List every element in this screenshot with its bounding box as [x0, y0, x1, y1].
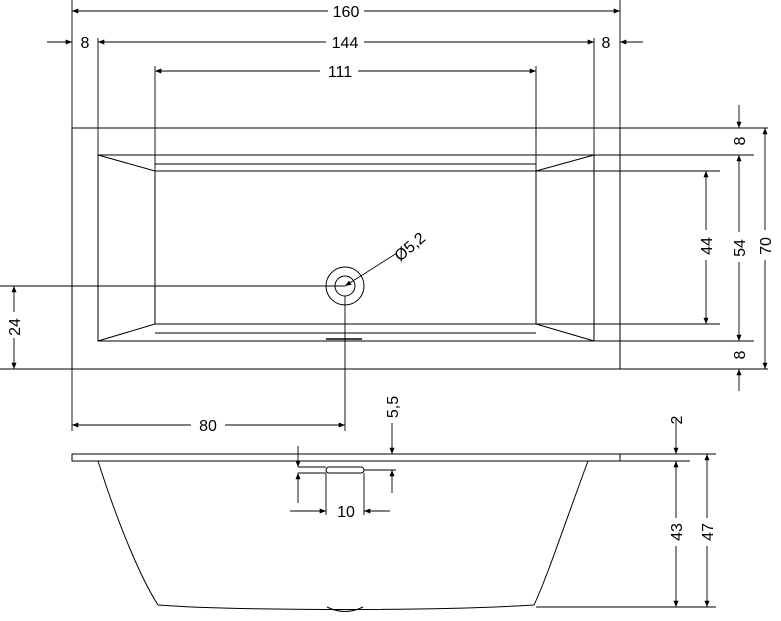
dim-label-8-top: 8 — [732, 136, 749, 145]
dimension-inner-top-length: 144 8 8 — [47, 33, 643, 155]
dim-label-111: 111 — [328, 64, 352, 81]
side-drain-bulge — [326, 606, 364, 612]
dim-label-8-bottom: 8 — [732, 350, 749, 359]
dim-label-44: 44 — [699, 237, 716, 255]
dim-label-43: 43 — [669, 523, 686, 541]
dim-label-160: 160 — [333, 4, 360, 21]
dim-label-5-5: 5,5 — [385, 396, 402, 418]
dimension-right-side: 44 54 70 8 8 — [536, 105, 775, 391]
dimension-side-heights: 2 43 47 — [536, 415, 717, 608]
side-view — [71, 453, 621, 612]
dimension-overall-length: 160 — [71, 0, 621, 128]
side-body-outline — [97, 460, 589, 610]
dimension-overflow-position — [295, 446, 326, 503]
slope-line — [535, 154, 595, 172]
slope-line — [535, 323, 595, 342]
dimension-drain-diameter: Ø5,2 — [344, 230, 430, 287]
dim-label-drain-diameter: Ø5,2 — [392, 230, 430, 265]
dim-label-8-right: 8 — [602, 35, 611, 52]
dim-label-2: 2 — [669, 415, 686, 424]
dim-label-8-left: 8 — [81, 35, 90, 52]
slope-line — [97, 154, 156, 172]
tub-outer-outline — [71, 127, 621, 370]
dim-label-80: 80 — [199, 418, 217, 435]
dimension-overflow-height: 5,5 — [364, 396, 402, 493]
dim-label-10: 10 — [337, 504, 355, 521]
dim-label-54: 54 — [732, 239, 749, 257]
dim-label-47: 47 — [700, 523, 717, 541]
dim-label-144: 144 — [332, 35, 359, 52]
dim-label-24: 24 — [7, 318, 24, 336]
dim-label-70: 70 — [758, 237, 775, 255]
dimension-overflow-width: 10 — [290, 473, 390, 521]
side-rim — [71, 453, 621, 462]
dimension-drain-offset-y: 24 — [0, 285, 345, 370]
slope-line — [97, 323, 156, 342]
dimension-drain-offset-x: 80 — [71, 296, 346, 435]
top-view — [71, 127, 621, 370]
dimension-bottom-length: 111 — [154, 62, 537, 171]
tub-inner-rim-outline — [97, 154, 595, 342]
side-overflow-slot — [325, 466, 365, 474]
tub-bottom-outline — [154, 170, 537, 325]
